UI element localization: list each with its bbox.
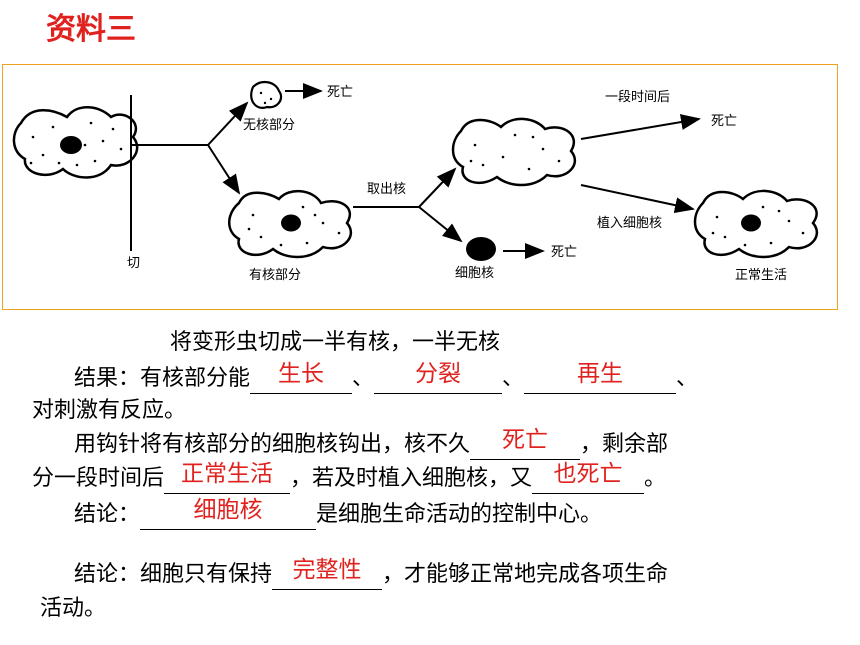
conclusion-2-end: 活动。 xyxy=(40,596,107,621)
label-implant: 植入细胞核 xyxy=(597,216,662,231)
amoeba-diagram: 切 死亡 无核部分 有核部分 取出核 xyxy=(2,64,838,310)
label-normal-life: 正常生活 xyxy=(735,268,787,283)
no-nucleus-piece xyxy=(250,81,283,109)
blank-normal: 正常生活 xyxy=(164,461,291,494)
answer-die: 死亡 xyxy=(502,427,549,453)
enucleated-amoeba xyxy=(451,117,577,187)
label-after-time: 一段时间后 xyxy=(605,90,670,105)
label-death-1: 死亡 xyxy=(327,85,353,100)
label-death-3: 死亡 xyxy=(711,114,737,129)
answer-grow: 生长 xyxy=(278,361,325,387)
blank-grow: 生长 xyxy=(250,361,353,394)
label-remove-nucleus: 取出核 xyxy=(367,182,406,197)
amoeba-diagram-svg: 切 死亡 无核部分 有核部分 取出核 xyxy=(12,81,819,283)
label-cell-nucleus: 细胞核 xyxy=(455,266,494,281)
original-nucleus xyxy=(60,136,82,154)
label-no-nucleus: 无核部分 xyxy=(243,118,295,133)
original-dots xyxy=(29,121,123,167)
blank-split: 分裂 xyxy=(374,361,503,394)
conclusion-2: 结论：细胞只有保持完整性，才能够正常地完成各项生命 xyxy=(74,557,668,590)
label-with-nucleus: 有核部分 xyxy=(249,268,301,283)
slide-title: 资料三 xyxy=(46,12,136,47)
with-nucleus-nucleus xyxy=(281,214,301,232)
answer-regen: 再生 xyxy=(577,361,624,387)
blank-regen: 再生 xyxy=(524,361,677,394)
answer-nucleus: 细胞核 xyxy=(193,497,263,523)
answer-intact: 完整性 xyxy=(292,557,362,583)
blank-intact: 完整性 xyxy=(272,557,383,590)
para2-line2: 分一段时间后正常生活，若及时植入细胞核，又也死亡。 xyxy=(32,461,666,494)
answer-also-die: 也死亡 xyxy=(553,461,623,487)
blank-nucleus: 细胞核 xyxy=(140,497,317,530)
label-death-2: 死亡 xyxy=(551,245,577,260)
para2-line1: 用钩针将有核部分的细胞核钩出，核不久死亡，剩余部 xyxy=(74,427,668,460)
blank-die: 死亡 xyxy=(470,427,581,460)
label-cut: 切 xyxy=(127,256,140,271)
blank-also-die: 也死亡 xyxy=(532,461,645,494)
restored-nucleus xyxy=(741,214,761,232)
isolated-nucleus xyxy=(466,237,496,261)
answer-normal: 正常生活 xyxy=(181,461,274,487)
answer-split: 分裂 xyxy=(415,361,462,387)
conclusion-1: 结论：细胞核是细胞生命活动的控制中心。 xyxy=(74,497,602,530)
result-tail: 对刺激有反应。 xyxy=(32,398,187,423)
result-line: 结果：有核部分能生长、分裂、再生、 xyxy=(74,361,698,394)
intro-line: 将变形虫切成一半有核，一半无核 xyxy=(170,330,501,355)
